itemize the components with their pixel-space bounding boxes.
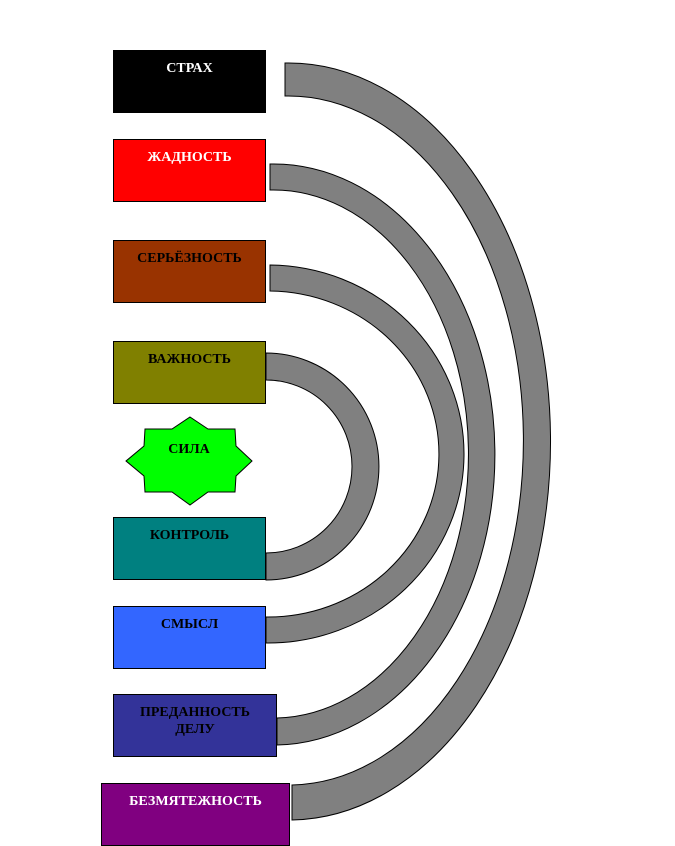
box-label: СЕРЬЁЗНОСТЬ xyxy=(137,251,242,266)
box-zhadnost: ЖАДНОСТЬ xyxy=(113,139,266,202)
box-seryoznost: СЕРЬЁЗНОСТЬ xyxy=(113,240,266,303)
box-strakh: СТРАХ xyxy=(113,50,266,113)
box-label: БЕЗМЯТЕЖНОСТЬ xyxy=(129,794,262,809)
arc-zhadnost-predannost xyxy=(269,163,496,746)
box-vazhnost: ВАЖНОСТЬ xyxy=(113,341,266,404)
box-label: СМЫСЛ xyxy=(160,617,219,632)
sila-label: СИЛА xyxy=(168,442,210,457)
box-label: СТРАХ xyxy=(166,61,213,76)
box-label: КОНТРОЛЬ xyxy=(149,528,230,543)
arc-seryoznost-smysl xyxy=(265,264,465,644)
box-smysl: СМЫСЛ xyxy=(113,606,266,669)
arc-strakh-bezmyatezhnost xyxy=(284,62,551,821)
sila-star-shape xyxy=(125,416,253,506)
box-label: ЖАДНОСТЬ xyxy=(147,150,232,165)
box-bezmyatezhnost: БЕЗМЯТЕЖНОСТЬ xyxy=(101,783,290,846)
arc-vazhnost-kontrol xyxy=(265,352,380,581)
box-label: ПРЕДАННОСТЬ ДЕЛУ xyxy=(139,705,251,737)
box-predannost-delu: ПРЕДАННОСТЬ ДЕЛУ xyxy=(113,694,277,757)
box-label: ВАЖНОСТЬ xyxy=(147,352,232,367)
box-kontrol: КОНТРОЛЬ xyxy=(113,517,266,580)
